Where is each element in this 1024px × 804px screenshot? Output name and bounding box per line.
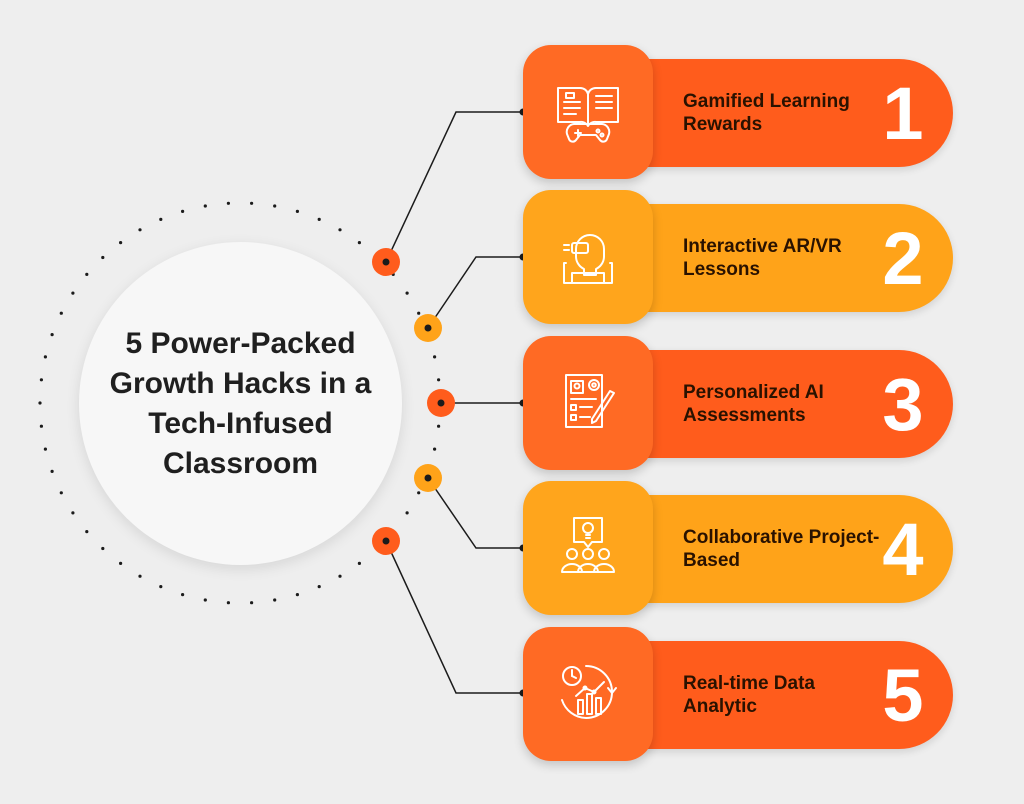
ring-dot xyxy=(85,272,89,276)
ring-dot xyxy=(181,209,185,213)
connector-dot-3 xyxy=(427,389,455,417)
hack-card-4: Collaborative Project-Based 4 xyxy=(523,481,953,615)
ring-dot xyxy=(357,561,361,566)
connector-dot-1 xyxy=(372,248,400,276)
ring-dot xyxy=(138,228,142,232)
ring-dot xyxy=(159,217,163,221)
ring-dot xyxy=(203,204,207,208)
team-idea-icon xyxy=(552,510,624,587)
ring-dot xyxy=(119,241,123,245)
ring-dot xyxy=(433,355,437,359)
ring-dot xyxy=(59,311,63,315)
ring-dot xyxy=(50,469,54,473)
ring-dot xyxy=(338,574,342,578)
ring-dot xyxy=(159,585,163,589)
ring-dot xyxy=(39,424,44,428)
assessment-form-icon xyxy=(552,365,624,442)
ring-dot xyxy=(59,491,63,495)
ring-dot xyxy=(405,511,409,515)
ring-dot xyxy=(101,546,105,551)
card-number: 3 xyxy=(882,362,924,446)
vr-headset-icon xyxy=(552,219,624,296)
icon-tile xyxy=(523,45,653,179)
hack-card-2: Interactive AR/VR Lessons 2 xyxy=(523,190,953,324)
ring-dot xyxy=(417,311,421,315)
ring-dot xyxy=(250,601,254,605)
ring-dot xyxy=(273,204,277,208)
card-number: 4 xyxy=(882,507,924,591)
central-circle: 5 Power-Packed Growth Hacks in a Tech-In… xyxy=(79,242,402,565)
card-label: Collaborative Project-Based xyxy=(683,527,880,571)
ring-dot xyxy=(43,447,48,451)
ring-dot xyxy=(181,593,185,597)
connector-line-2 xyxy=(427,256,523,329)
connector-line-4 xyxy=(427,477,523,549)
ring-dot xyxy=(317,585,321,589)
ring-dot xyxy=(317,217,321,221)
ring-dot xyxy=(226,601,230,605)
hub-title: 5 Power-Packed Growth Hacks in a Tech-In… xyxy=(109,326,372,480)
ring-dot xyxy=(71,291,75,295)
ring-dot xyxy=(273,598,277,602)
ring-dot xyxy=(250,201,254,205)
ring-dot xyxy=(437,424,441,428)
ring-dot xyxy=(119,561,123,566)
connector-dot-5 xyxy=(372,527,400,555)
ring-dot xyxy=(295,593,299,597)
analytics-chart-icon xyxy=(552,656,624,733)
card-label: Interactive AR/VR Lessons xyxy=(683,236,842,280)
card-label: Gamified Learning Rewards xyxy=(683,91,850,135)
ring-dot xyxy=(437,378,441,382)
icon-tile xyxy=(523,627,653,761)
ring-dot xyxy=(39,378,44,382)
ring-dot xyxy=(43,355,48,359)
icon-tile xyxy=(523,481,653,615)
ring-dot xyxy=(295,209,299,213)
hack-card-1: Gamified Learning Rewards 1 xyxy=(523,45,953,179)
ring-dot xyxy=(203,598,207,602)
ring-dot xyxy=(226,201,230,205)
ring-dot xyxy=(405,291,409,295)
book-gamepad-icon xyxy=(552,74,624,151)
hack-card-5: Real-time Data Analytic 5 xyxy=(523,627,953,761)
ring-dot xyxy=(357,241,361,245)
card-label: Real-time Data Analytic xyxy=(683,673,815,717)
ring-dot xyxy=(101,255,105,260)
connector-line-5 xyxy=(385,540,523,694)
ring-dot xyxy=(50,333,54,337)
ring-dot xyxy=(138,574,142,578)
card-label: Personalized AI Assessments xyxy=(683,382,824,426)
connector-dot-2 xyxy=(414,314,442,342)
ring-dot xyxy=(38,401,42,405)
ring-dot xyxy=(433,447,437,451)
card-number: 5 xyxy=(882,653,924,737)
icon-tile xyxy=(523,336,653,470)
ring-dot xyxy=(85,530,89,534)
card-number: 2 xyxy=(882,216,924,300)
connector-line-1 xyxy=(385,111,523,263)
connector-dot-4 xyxy=(414,464,442,492)
card-number: 1 xyxy=(882,71,924,155)
icon-tile xyxy=(523,190,653,324)
ring-dot xyxy=(417,491,421,495)
hack-card-3: Personalized AI Assessments 3 xyxy=(523,336,953,470)
ring-dot xyxy=(71,511,75,515)
ring-dot xyxy=(338,228,342,232)
